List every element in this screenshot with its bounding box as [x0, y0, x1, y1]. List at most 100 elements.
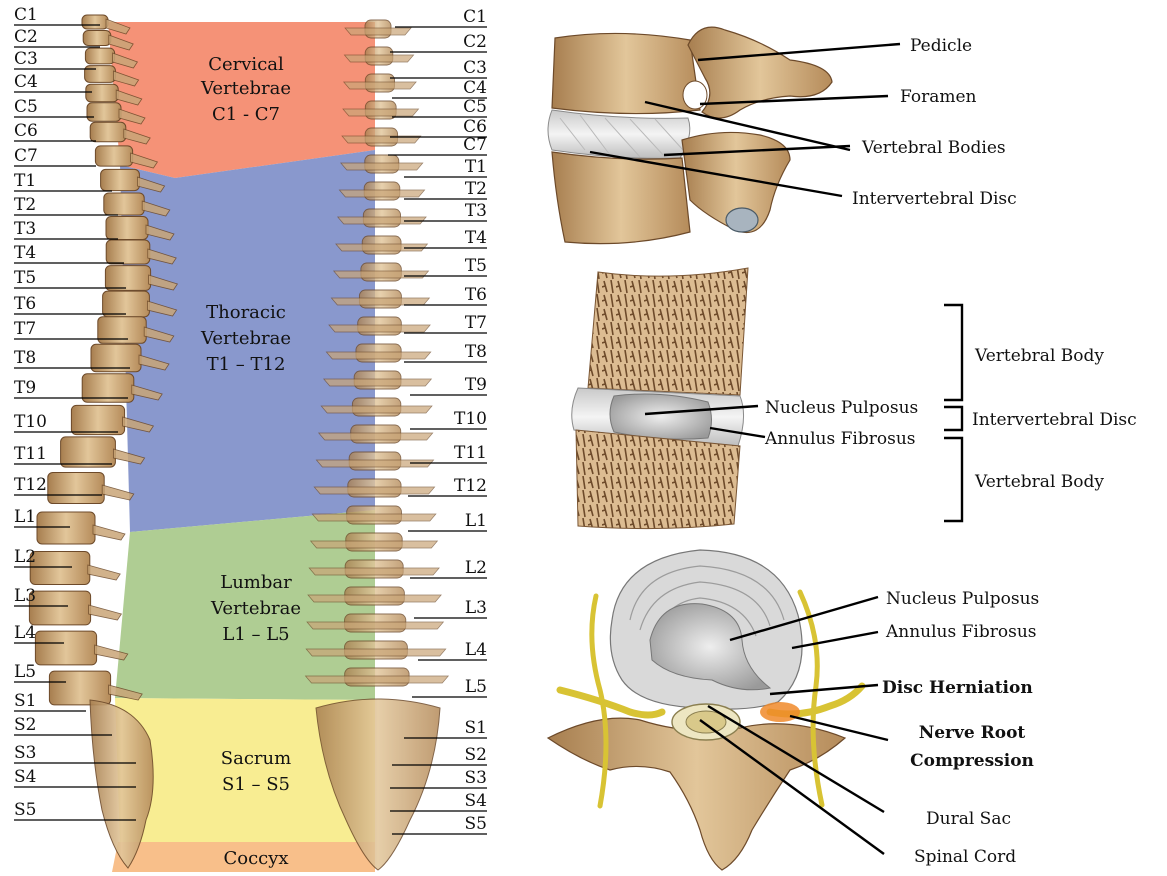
- lateral-vertebra-19: [61, 437, 116, 467]
- level-label-right-t12: T12: [454, 476, 487, 496]
- lateral-vertebra-11: [106, 217, 148, 240]
- level-label-right-t2: T2: [465, 179, 487, 199]
- level-label-right-c5: C5: [463, 97, 487, 117]
- lateral-vertebra-14: [103, 291, 150, 317]
- vertebra-pair-labels: Pedicle Foramen Vertebral Bodies Interve…: [852, 36, 1017, 209]
- level-label-left-t11: T11: [14, 444, 47, 464]
- thoracic-label-3: T1 – T12: [207, 354, 286, 375]
- level-label-right-t5: T5: [465, 256, 487, 276]
- herniation-labels: Nucleus Pulposus Annulus Fibrosus Disc H…: [882, 589, 1039, 867]
- lateral-vertebra-1: [82, 15, 108, 29]
- posterior-process-1: [345, 28, 411, 35]
- level-label-right-c6: C6: [463, 117, 487, 137]
- upper-vertebral-body: [552, 33, 700, 113]
- level-label-right-l4: L4: [465, 640, 487, 660]
- level-label-right-c7: C7: [463, 135, 487, 155]
- posterior-process-11: [331, 298, 429, 305]
- level-label-left-t7: T7: [14, 319, 36, 339]
- posterior-process-20: [311, 541, 438, 548]
- level-label-left-s5: S5: [14, 800, 36, 820]
- posterior-process-3: [344, 82, 416, 89]
- spinal-cord-label: Spinal Cord: [914, 847, 1016, 867]
- lateral-process-22: [88, 565, 120, 580]
- posterior-process-21: [309, 568, 439, 575]
- region-cervical: [108, 22, 375, 178]
- level-label-left-c5: C5: [14, 97, 38, 117]
- lateral-process-21: [93, 525, 125, 540]
- lateral-vertebra-20: [48, 472, 104, 503]
- level-label-right-l1: L1: [465, 511, 487, 531]
- coccyx-label: Coccyx: [223, 848, 288, 869]
- level-label-right-t7: T7: [465, 313, 487, 333]
- level-label-right-s2: S2: [465, 745, 487, 765]
- lateral-vertebra-12: [106, 240, 150, 264]
- vertebral-body-bottom-label: Vertebral Body: [974, 472, 1104, 492]
- disc-section-illustration: [572, 268, 748, 529]
- posterior-process-22: [308, 595, 441, 602]
- level-label-right-s4: S4: [465, 791, 487, 811]
- level-label-left-t8: T8: [14, 348, 36, 368]
- level-label-left-c4: C4: [14, 72, 38, 92]
- level-label-left-l1: L1: [14, 507, 36, 527]
- thoracic-label-2: Vertebrae: [200, 328, 291, 349]
- lateral-vertebra-8: [95, 146, 132, 166]
- nucleus-pulposus-label-bottom: Nucleus Pulposus: [886, 589, 1039, 609]
- level-label-right-t11: T11: [454, 443, 487, 463]
- intervertebral-disc-label-mid: Intervertebral Disc: [972, 410, 1137, 430]
- level-label-left-c6: C6: [14, 121, 38, 141]
- level-label-right-c4: C4: [463, 78, 487, 98]
- lateral-vertebra-4: [85, 66, 116, 83]
- articular-facet: [726, 208, 758, 232]
- thoracic-label-1: Thoracic: [206, 302, 286, 323]
- lateral-vertebra-2: [83, 31, 111, 46]
- posterior-process-23: [307, 622, 443, 629]
- herniation-illustration: [548, 550, 862, 870]
- posterior-process-24: [306, 649, 446, 656]
- cervical-label-1: Cervical: [208, 54, 284, 75]
- posterior-process-13: [326, 352, 430, 359]
- level-label-left-t6: T6: [14, 294, 36, 314]
- level-label-left-t2: T2: [14, 195, 36, 215]
- level-label-right-t3: T3: [465, 201, 487, 221]
- lateral-vertebra-3: [85, 48, 114, 64]
- lateral-vertebra-5: [86, 84, 118, 102]
- posterior-process-6: [341, 163, 423, 170]
- vertebral-bodies-label: Vertebral Bodies: [861, 138, 1006, 158]
- posterior-process-10: [334, 271, 429, 278]
- level-label-right-t9: T9: [465, 375, 487, 395]
- lateral-vertebra-21: [37, 512, 95, 544]
- lower-body-section: [576, 430, 740, 529]
- posterior-process-4: [343, 109, 419, 116]
- cervical-label-3: C1 - C7: [212, 104, 280, 125]
- cervical-label-2: Vertebrae: [200, 78, 291, 99]
- lateral-vertebra-24: [35, 631, 96, 665]
- lateral-vertebra-22: [30, 552, 90, 585]
- level-label-right-l2: L2: [465, 558, 487, 578]
- posterior-process-7: [339, 190, 424, 197]
- posterior-process-12: [329, 325, 430, 332]
- level-label-left-c3: C3: [14, 49, 38, 69]
- posterior-process-16: [319, 433, 433, 440]
- level-label-right-l5: L5: [465, 677, 487, 697]
- level-label-left-t10: T10: [14, 412, 47, 432]
- level-label-left-c7: C7: [14, 146, 38, 166]
- foramen-label: Foramen: [900, 87, 977, 107]
- annulus-fibrosus-label-bottom: Annulus Fibrosus: [885, 622, 1037, 642]
- posterior-process-15: [321, 406, 432, 413]
- lateral-vertebra-25: [49, 671, 110, 705]
- level-label-left-l2: L2: [14, 547, 36, 567]
- level-label-left-t1: T1: [14, 171, 36, 191]
- lateral-vertebra-18: [71, 405, 124, 434]
- sacrum-label-1: Sacrum: [221, 748, 291, 769]
- posterior-process-25: [305, 676, 448, 683]
- lumbar-label-2: Vertebrae: [210, 598, 301, 619]
- level-label-right-t10: T10: [454, 409, 487, 429]
- sacrum-label-2: S1 – S5: [222, 774, 290, 795]
- level-label-left-l4: L4: [14, 623, 36, 643]
- level-label-left-s1: S1: [14, 691, 36, 711]
- lateral-vertebra-13: [105, 266, 150, 291]
- vertebral-body-top-label: Vertebral Body: [974, 346, 1104, 366]
- level-label-left-t4: T4: [14, 243, 36, 263]
- lumbar-label-3: L1 – L5: [222, 624, 289, 645]
